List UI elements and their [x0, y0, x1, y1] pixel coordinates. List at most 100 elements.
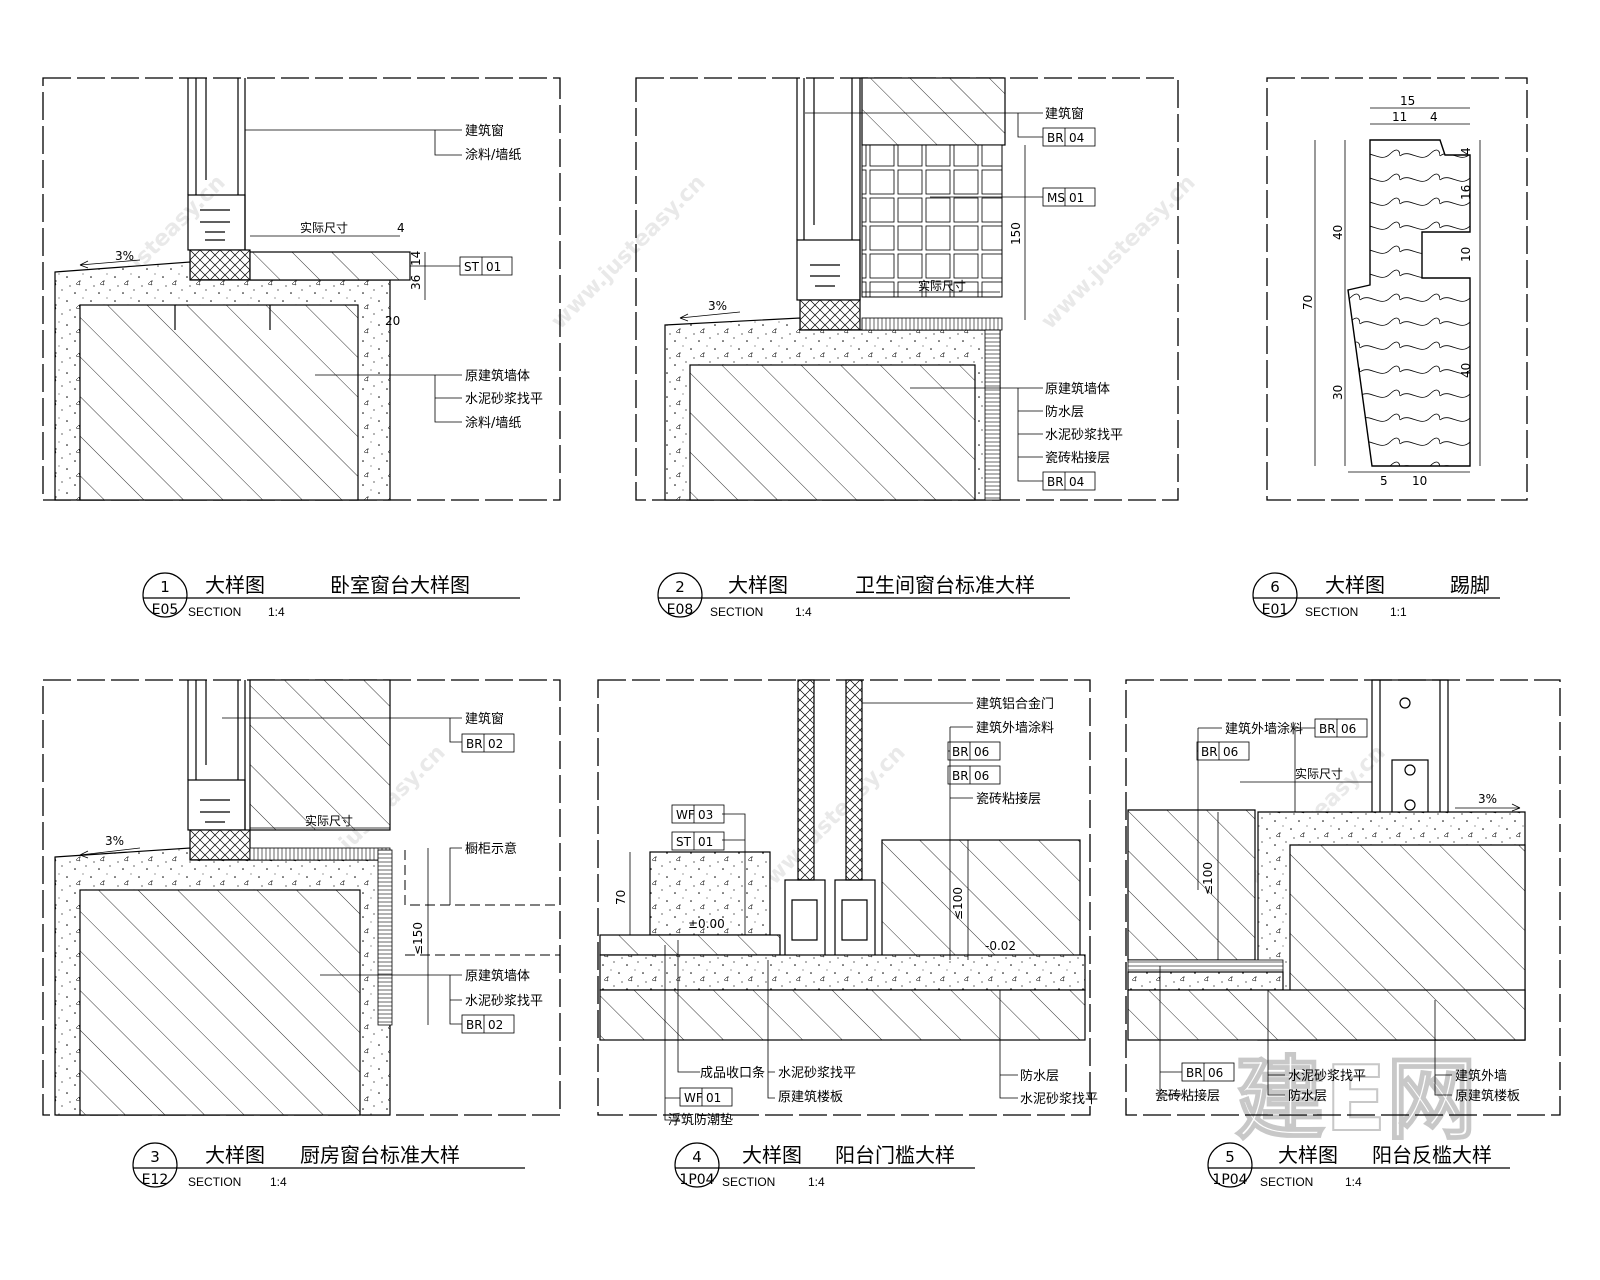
stone-step: [649, 851, 771, 936]
drawing-label: 水泥砂浆找平: [778, 1066, 856, 1081]
drawing-label: 建筑铝合金门: [976, 696, 1054, 712]
drawing-label: 1:1: [1390, 605, 1407, 619]
drawing-label: 3%: [105, 834, 124, 848]
dimensions: 实际尺寸 3% 150: [679, 145, 1026, 322]
structural-slab: [599, 989, 1086, 1041]
drawing-label: E05: [152, 602, 179, 618]
skirting-profile: [1347, 139, 1471, 467]
drawing-label: SECTION: [722, 1175, 775, 1189]
drawing-label: 水泥砂浆找平: [1045, 428, 1123, 443]
drawing-label: 01: [486, 260, 501, 274]
drawing-label: 1:4: [270, 1175, 287, 1189]
drawing-label: 建筑窗: [465, 123, 504, 139]
drawing-label: 1:4: [808, 1175, 825, 1189]
title-block: 2 E08 大样图 卫生间窗台标准大样 SECTION 1:4: [657, 572, 1070, 619]
wall-above: [249, 679, 391, 831]
material-tag-br06: BR 06: [1196, 741, 1250, 761]
drawing-label: 40: [1331, 225, 1345, 240]
drawing-label: 大样图: [1278, 1143, 1338, 1167]
drawing-label: BR: [1201, 745, 1218, 759]
drawing-label: 1P04: [679, 1172, 714, 1188]
drawing-label: 大样图: [205, 1143, 265, 1167]
drawing-label: 10: [1412, 474, 1427, 488]
drawing-label: 04: [1069, 475, 1084, 489]
drawing-label: ST: [464, 260, 480, 274]
drawing-label: E01: [1262, 602, 1289, 618]
drawing-label: 原建筑楼板: [778, 1089, 843, 1105]
drawing-label: 实际尺寸: [918, 278, 966, 293]
drawing-label: 建筑外墙涂料: [976, 720, 1054, 736]
drawing-label: 06: [974, 745, 989, 759]
drawing-label: 水泥砂浆找平: [1288, 1069, 1366, 1084]
outer-wall: [1127, 809, 1256, 961]
original-wall: [79, 889, 361, 1116]
drawing-label: 36: [409, 275, 423, 290]
drawing-label: ±0.00: [688, 917, 725, 931]
drawing-label: 实际尺寸: [305, 813, 353, 828]
drawing-label: 70: [1301, 295, 1315, 310]
drawing-label: 06: [1208, 1066, 1223, 1080]
drawing-label: 6: [1270, 578, 1280, 596]
drawing-label: ST: [676, 835, 692, 849]
stone-sill: [249, 251, 411, 281]
drawing-label: SECTION: [1305, 605, 1358, 619]
drawing-label: 大样图: [728, 573, 788, 597]
panel-frame: [1266, 77, 1528, 501]
drawing-label: BR: [1319, 722, 1336, 736]
drawing-label: 实际尺寸: [300, 220, 348, 235]
insulation: [189, 249, 251, 281]
drawing-label: 水泥砂浆找平: [1020, 1092, 1098, 1107]
drawing-label: 原建筑墙体: [465, 968, 530, 984]
panel-frame: [1125, 679, 1561, 1116]
title-block: 1 E05 大样图 卧室窗台大样图 SECTION 1:4: [142, 572, 520, 619]
drawing-label: 涂料/墙纸: [465, 415, 521, 431]
drawing-label: 水泥砂浆找平: [465, 392, 543, 407]
structural-slab: [1127, 989, 1526, 1041]
drawing-label: BR: [1047, 475, 1064, 489]
drawing-label: 1:4: [268, 605, 285, 619]
dimensions: 70 ±0.00 -0.02 ≤100: [614, 840, 1016, 960]
drawing-label: 卫生间窗台标准大样: [855, 573, 1035, 597]
drawing-label: 3%: [1478, 792, 1497, 806]
drawing-label: 1:4: [795, 605, 812, 619]
drawing-label: SECTION: [710, 605, 763, 619]
drawing-label: BR: [952, 769, 969, 783]
drawing-label: BR: [1186, 1066, 1203, 1080]
drawing-label: SECTION: [1260, 1175, 1313, 1189]
drawing-label: ≤100: [951, 887, 965, 920]
drawing-label: 4: [1459, 147, 1473, 155]
drawing-label: SECTION: [188, 605, 241, 619]
drawing-label: E08: [667, 602, 694, 618]
drawing-label: 防水层: [1020, 1068, 1059, 1084]
drawing-label: 大样图: [205, 573, 265, 597]
title-block: 6 E01 大样图 踢脚 SECTION 1:1: [1252, 572, 1500, 619]
panel-frame: [597, 679, 1091, 1116]
dimensions: 实际尺寸 3% ≤100: [1201, 766, 1521, 960]
drawing-label: 瓷砖粘接层: [976, 791, 1041, 807]
door-glass: [784, 679, 876, 961]
drawing-label: 瓷砖粘接层: [1155, 1088, 1220, 1104]
drawing-label: 建筑窗: [1045, 106, 1084, 122]
drawing-label: BR: [1047, 131, 1064, 145]
drawing-label: 01: [1069, 191, 1084, 205]
drawing-label: ≤100: [1201, 862, 1215, 895]
drawing-label: 06: [1223, 745, 1238, 759]
window-frame: [187, 78, 246, 251]
drawing-label: 1P04: [1212, 1172, 1247, 1188]
drawing-label: 40: [1459, 363, 1473, 378]
drawing-label: 5: [1225, 1148, 1235, 1166]
drawing-label: 5: [1380, 474, 1388, 488]
drawing-label: 实际尺寸: [1295, 766, 1343, 781]
